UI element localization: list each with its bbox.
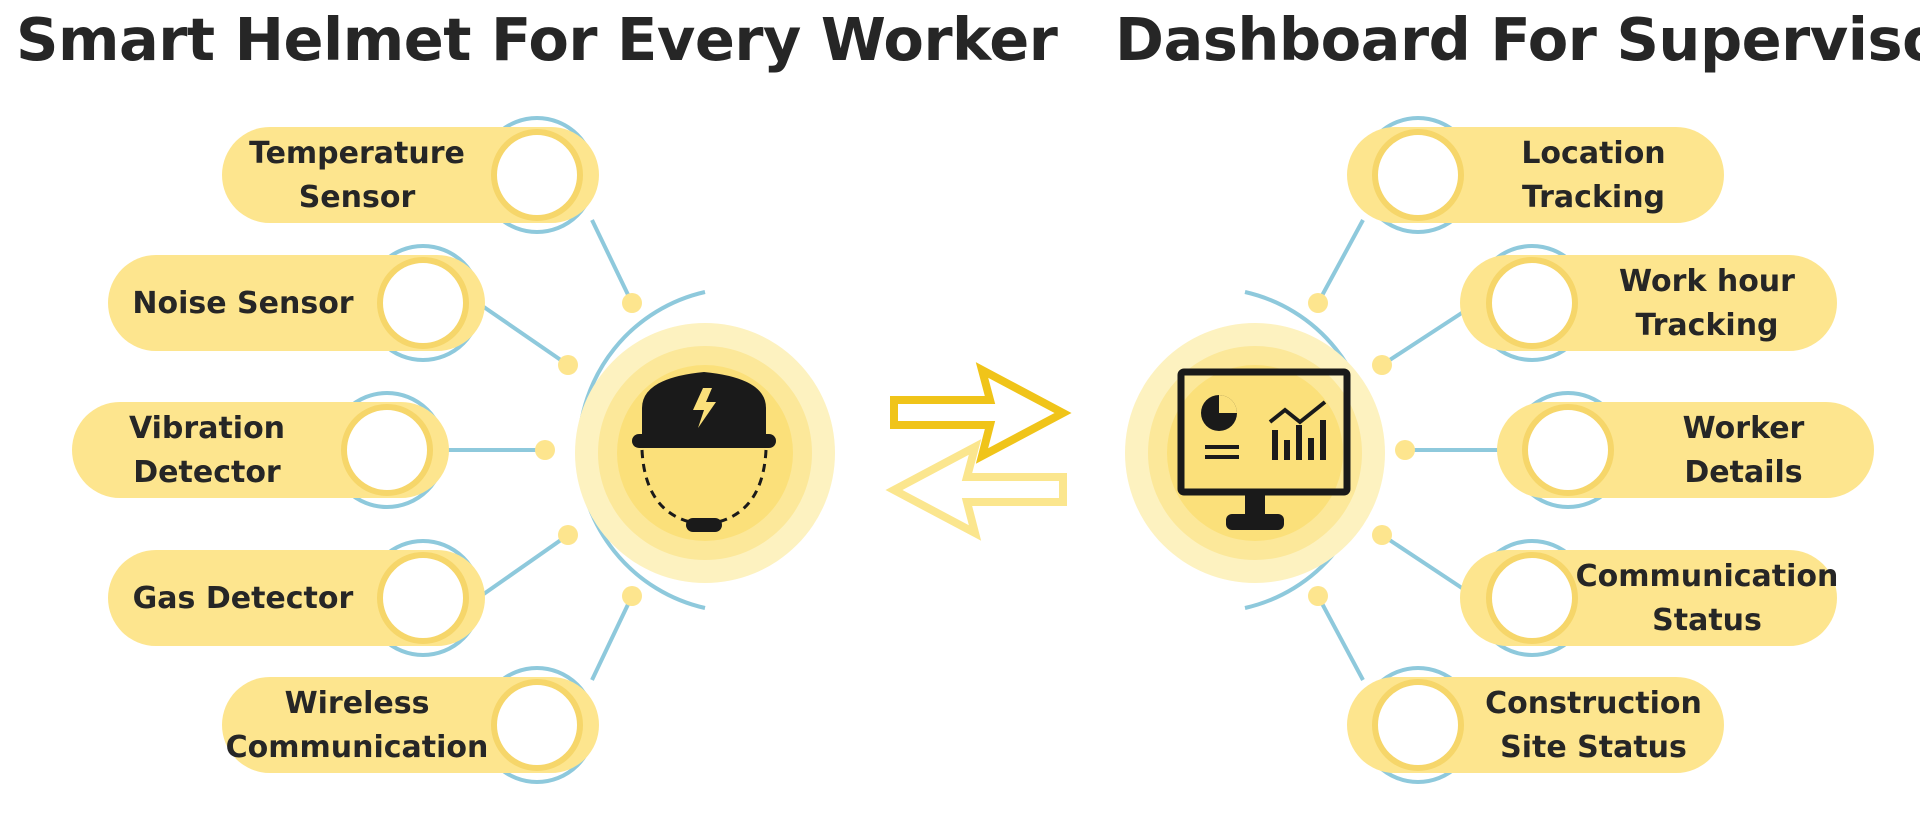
right-feature-construction-site-status-connector (1316, 595, 1365, 681)
right-feature-location-tracking-connector (1316, 219, 1365, 304)
dashboard-hub (1125, 323, 1385, 583)
left-feature-gas-detector-label-line: Gas Detector (133, 581, 354, 616)
left-feature-vibration-detector-label-line: Vibration (129, 411, 285, 446)
left-feature-noise-sensor-connector (476, 301, 570, 367)
left-feature-gas-detector-connector (476, 533, 570, 600)
right-feature-work-hour-tracking-node (1372, 355, 1392, 375)
left-feature-temperature-sensor-label-line: Temperature (249, 136, 465, 171)
dashboard-section-title: Dashboard For Supervisor (1115, 5, 1920, 74)
right-feature-location-tracking-label-line: Tracking (1522, 180, 1665, 215)
left-feature-wireless-communication-connector (590, 595, 634, 681)
right-feature-worker-details-circle (1522, 404, 1614, 496)
left-feature-wireless-communication-label-line: Communication (226, 730, 489, 765)
right-feature-construction-site-status-circle (1372, 679, 1464, 771)
left-feature-gas-detector: Gas Detector (108, 525, 578, 657)
right-feature-communication-status-label-line: Communication (1576, 559, 1839, 594)
left-feature-gas-detector-node (558, 525, 578, 545)
left-feature-temperature-sensor-node (622, 293, 642, 313)
right-feature-worker-details-label-line: Worker (1683, 411, 1805, 446)
left-feature-temperature-sensor-connector (590, 219, 634, 304)
right-feature-construction-site-status-node (1308, 586, 1328, 606)
left-feature-vibration-detector-label-line: Detector (133, 455, 281, 490)
left-feature-noise-sensor-label: Noise Sensor (132, 286, 353, 321)
left-feature-gas-detector-label: Gas Detector (133, 581, 354, 616)
right-feature-location-tracking-label-line: Location (1521, 136, 1665, 171)
left-feature-temperature-sensor-circle (491, 129, 583, 221)
right-feature-construction-site-status-label-line: Construction (1485, 686, 1702, 721)
hard-hat-helmet-icon (632, 372, 776, 532)
left-feature-vibration-detector-node (535, 440, 555, 460)
left-feature-noise-sensor: Noise Sensor (108, 244, 578, 375)
right-feature-work-hour-tracking-circle (1486, 257, 1578, 349)
right-feature-location-tracking-node (1308, 293, 1328, 313)
arrow-right-icon (890, 362, 1072, 464)
left-feature-noise-sensor-circle (377, 257, 469, 349)
right-feature-communication-status-label-line: Status (1652, 603, 1762, 638)
helmet-hub (575, 323, 835, 583)
left-feature-wireless-communication-label-line: Wireless (285, 686, 430, 721)
monitor-dashboard-icon (1177, 368, 1351, 530)
left-feature-noise-sensor-label-line: Noise Sensor (132, 286, 353, 321)
right-feature-communication-status-node (1372, 525, 1392, 545)
left-feature-noise-sensor-node (558, 355, 578, 375)
right-feature-communication-status-circle (1486, 552, 1578, 644)
right-feature-worker-details-label-line: Details (1684, 455, 1802, 490)
left-feature-wireless-communication-node (622, 586, 642, 606)
right-feature-work-hour-tracking-label-line: Work hour (1619, 264, 1795, 299)
left-feature-gas-detector-circle (377, 552, 469, 644)
helmet-section-title: Smart Helmet For Every Worker (16, 5, 1058, 74)
left-feature-temperature-sensor-label-line: Sensor (299, 180, 416, 215)
arrow-left-icon (885, 439, 1067, 541)
right-feature-worker-details-node (1395, 440, 1415, 460)
right-feature-construction-site-status-label-line: Site Status (1500, 730, 1687, 765)
right-feature-work-hour-tracking-label-line: Tracking (1635, 308, 1778, 343)
left-feature-wireless-communication-circle (491, 679, 583, 771)
right-feature-location-tracking-circle (1372, 129, 1464, 221)
left-feature-vibration-detector-circle (341, 404, 433, 496)
